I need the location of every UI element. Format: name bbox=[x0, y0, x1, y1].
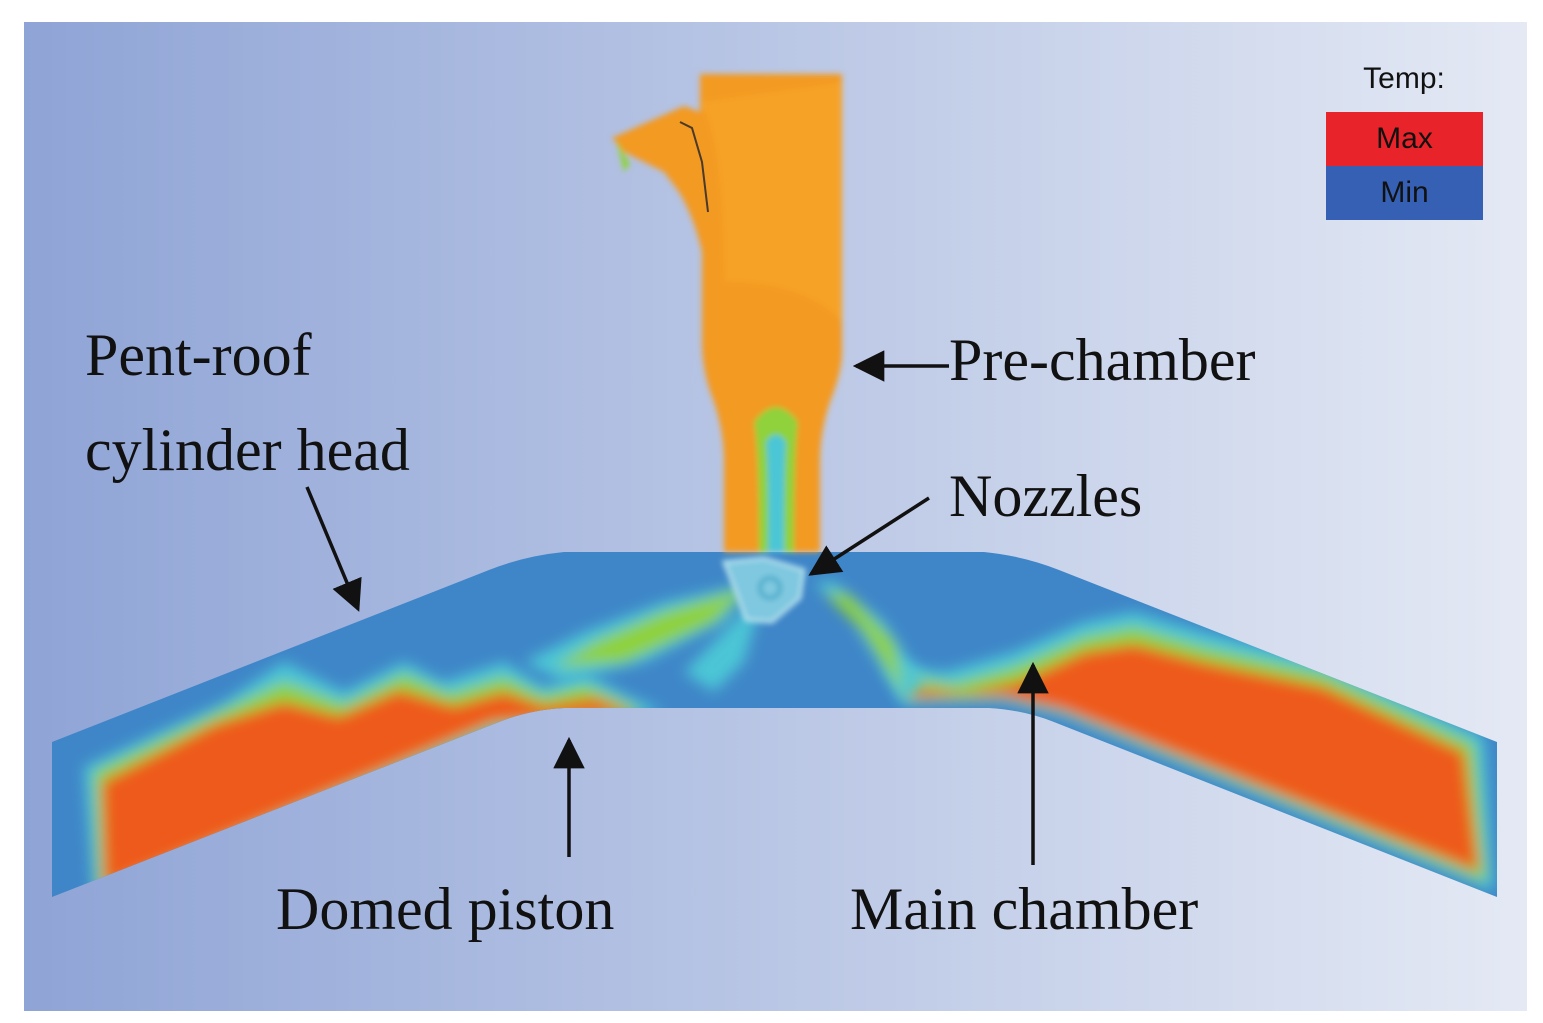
arrow-pentroof bbox=[305, 486, 362, 612]
legend-title: Temp: bbox=[1363, 62, 1445, 95]
label-main-chamber: Main chamber bbox=[850, 876, 1199, 942]
figure-frame: Pent-roof cylinder head Pre-chamber Nozz… bbox=[24, 22, 1527, 1011]
label-pentroof-line2: cylinder head bbox=[85, 417, 410, 483]
label-nozzles: Nozzles bbox=[949, 463, 1143, 529]
nozzle-outline bbox=[721, 556, 806, 624]
legend-min-swatch: Min bbox=[1326, 166, 1483, 220]
label-domed-piston: Domed piston bbox=[276, 876, 615, 942]
pre-chamber-region bbox=[612, 74, 842, 624]
combustion-simulation-figure bbox=[24, 22, 1527, 1011]
annotation-arrows bbox=[305, 350, 1049, 865]
arrow-nozzles bbox=[808, 496, 930, 576]
label-pentroof-line1: Pent-roof bbox=[85, 322, 312, 388]
label-prechamber: Pre-chamber bbox=[949, 327, 1256, 393]
legend-max-swatch: Max bbox=[1326, 112, 1483, 166]
